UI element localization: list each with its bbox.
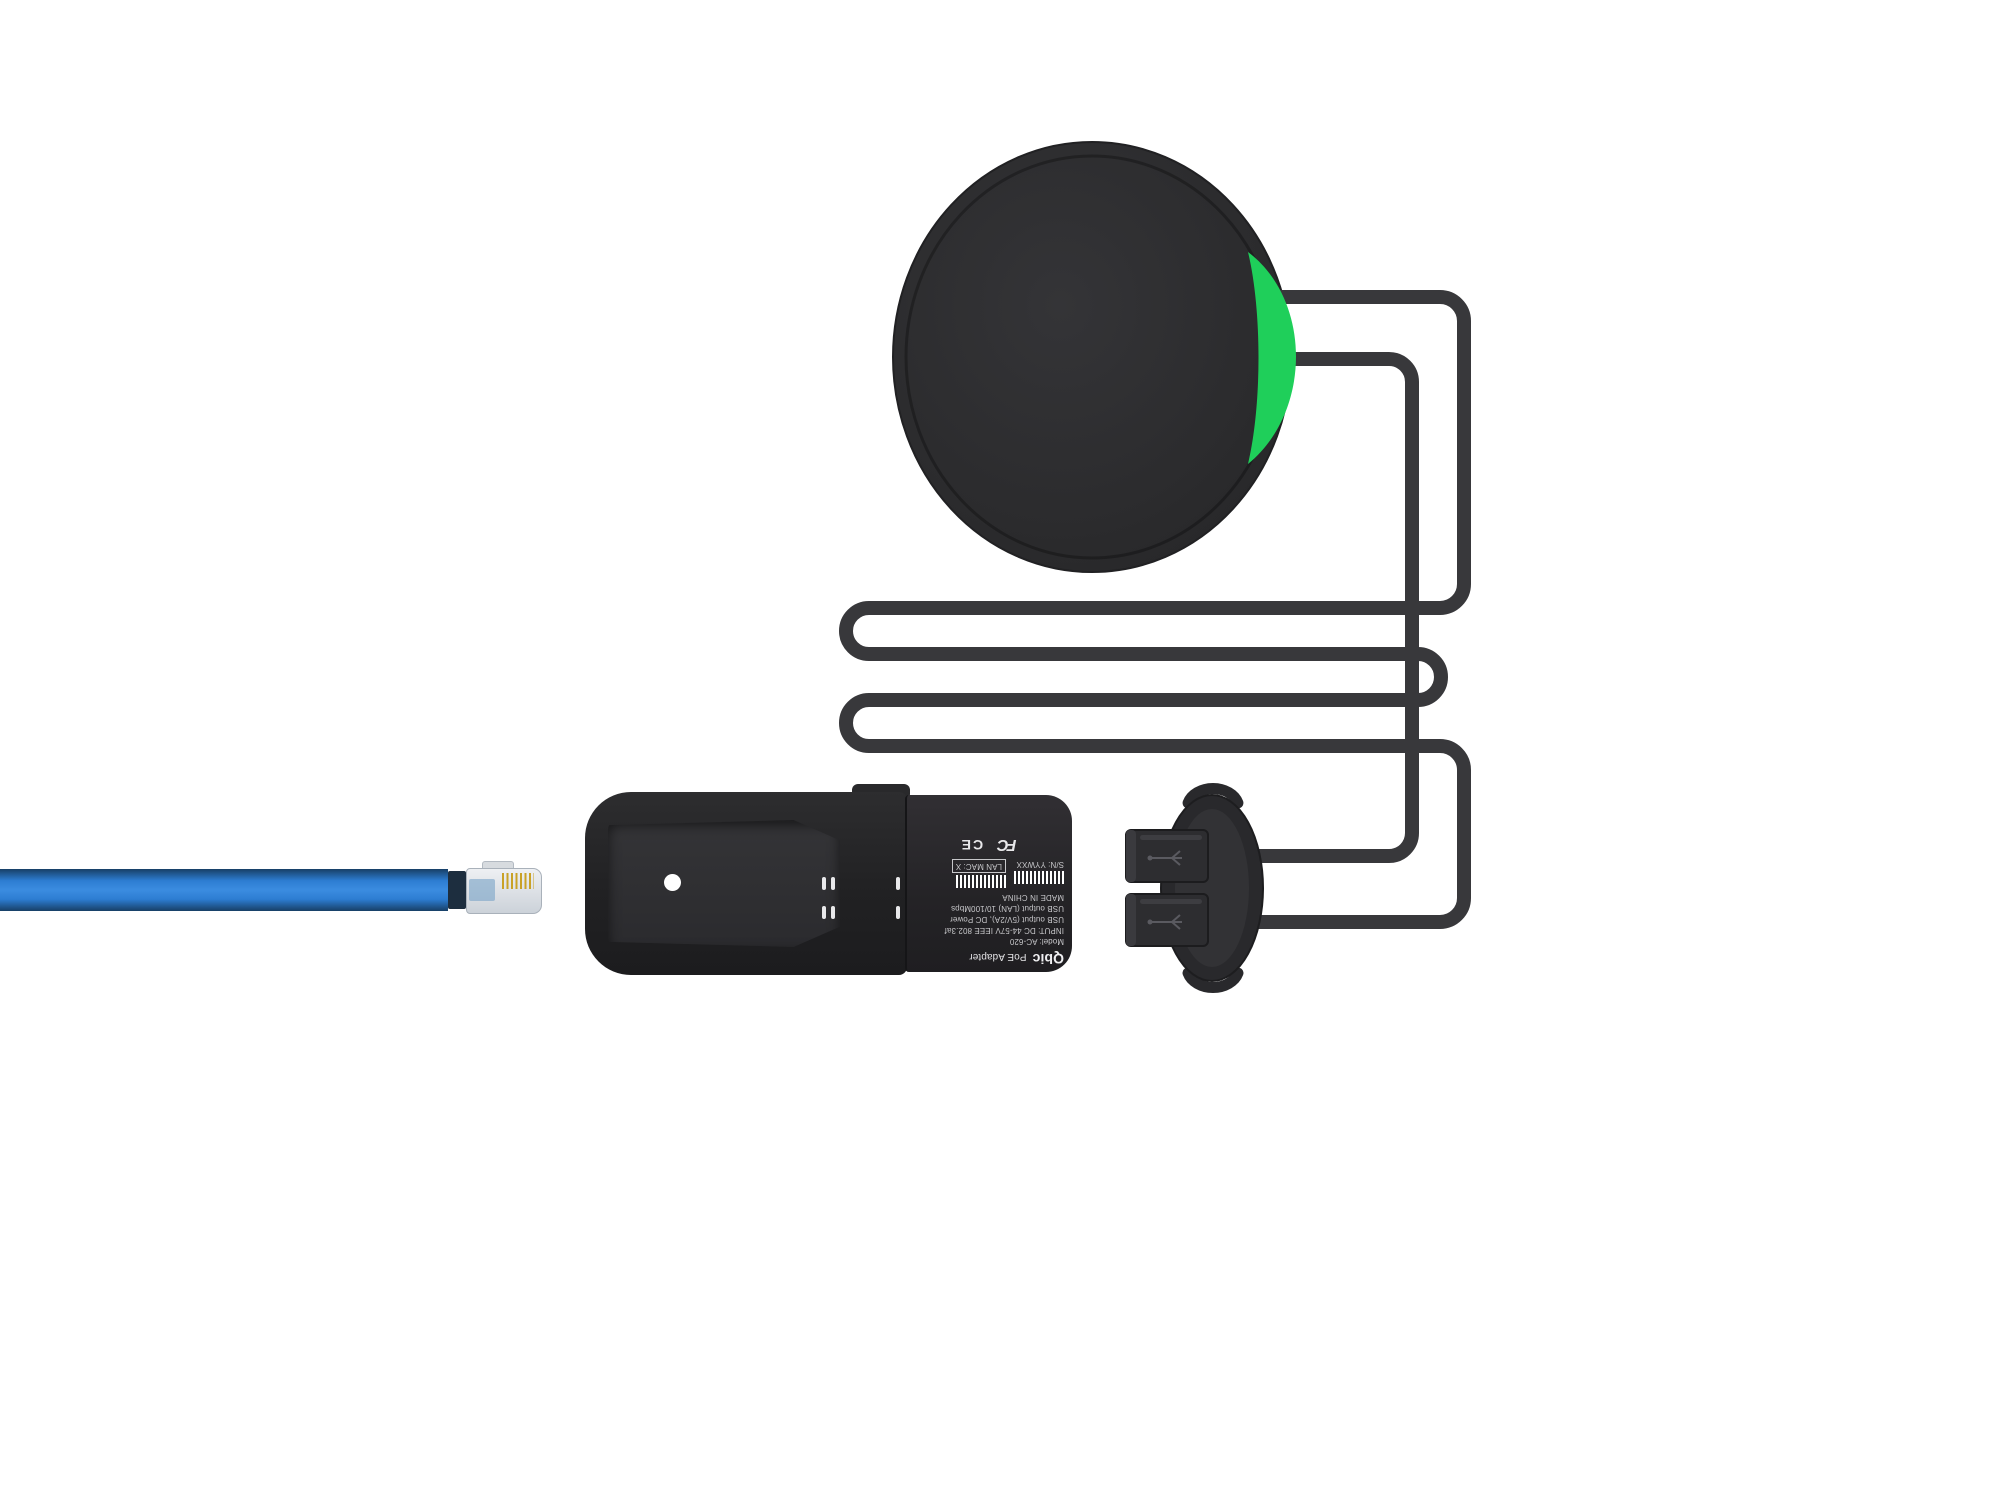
- adapter-label: Qbic PoE Adapter Model: AC-620 INPUT: DC…: [912, 801, 1064, 967]
- label-origin: MADE IN CHINA: [1002, 893, 1064, 903]
- cable-run-inner: [1252, 352, 1419, 863]
- rj45-socket-recess: [608, 820, 840, 947]
- rj45-gold-pins: [502, 873, 534, 889]
- usb-plug-bottom: [1125, 893, 1209, 947]
- fcc-mark: FC: [999, 836, 1017, 854]
- serial-block: S/N: YYWXX: [1014, 860, 1064, 885]
- usb-icon: [1147, 914, 1182, 930]
- product-name: PoE Adapter: [969, 951, 1027, 962]
- cable-clip-assembly: [1125, 783, 1264, 993]
- ethernet-cable-boot: [448, 871, 466, 909]
- vent-slit: [822, 906, 826, 919]
- ethernet-cable: [0, 869, 448, 911]
- label-usb-power-spec: USB output (5V/2A), DC Power: [950, 915, 1064, 925]
- usb-icon: [1147, 850, 1182, 866]
- serial-barcode: [1014, 871, 1064, 885]
- power-cable: [839, 290, 1471, 929]
- vent-slit: [831, 877, 835, 890]
- label-model: Model: AC-620: [1009, 937, 1064, 947]
- serial-number: S/N: YYWXX: [1016, 860, 1064, 870]
- clip-hook-top: [1182, 783, 1244, 809]
- mac-address: LAN MAC: X: [951, 859, 1006, 874]
- ce-mark: CE: [959, 837, 984, 854]
- brand-logo: Qbic: [1032, 951, 1064, 967]
- usb-plug-top: [1125, 829, 1209, 883]
- label-usb-lan-spec: USB output (LAN) 10/100Mbps: [951, 904, 1064, 914]
- green-accent: [1248, 252, 1296, 464]
- vent-slit: [896, 877, 900, 890]
- device-puck: [892, 141, 1292, 573]
- vent-slit: [831, 906, 835, 919]
- cable-run-outer: [839, 290, 1471, 929]
- mac-block: LAN MAC: X: [951, 859, 1006, 889]
- clip-hook-bottom: [1182, 967, 1244, 993]
- vent-slit: [822, 877, 826, 890]
- mac-barcode: [956, 875, 1006, 889]
- led-hole: [664, 874, 681, 891]
- rj45-cable-window: [469, 879, 495, 901]
- vent-slit: [896, 906, 900, 919]
- label-input-spec: INPUT: DC 44-57V IEEE 802.3af: [944, 926, 1064, 936]
